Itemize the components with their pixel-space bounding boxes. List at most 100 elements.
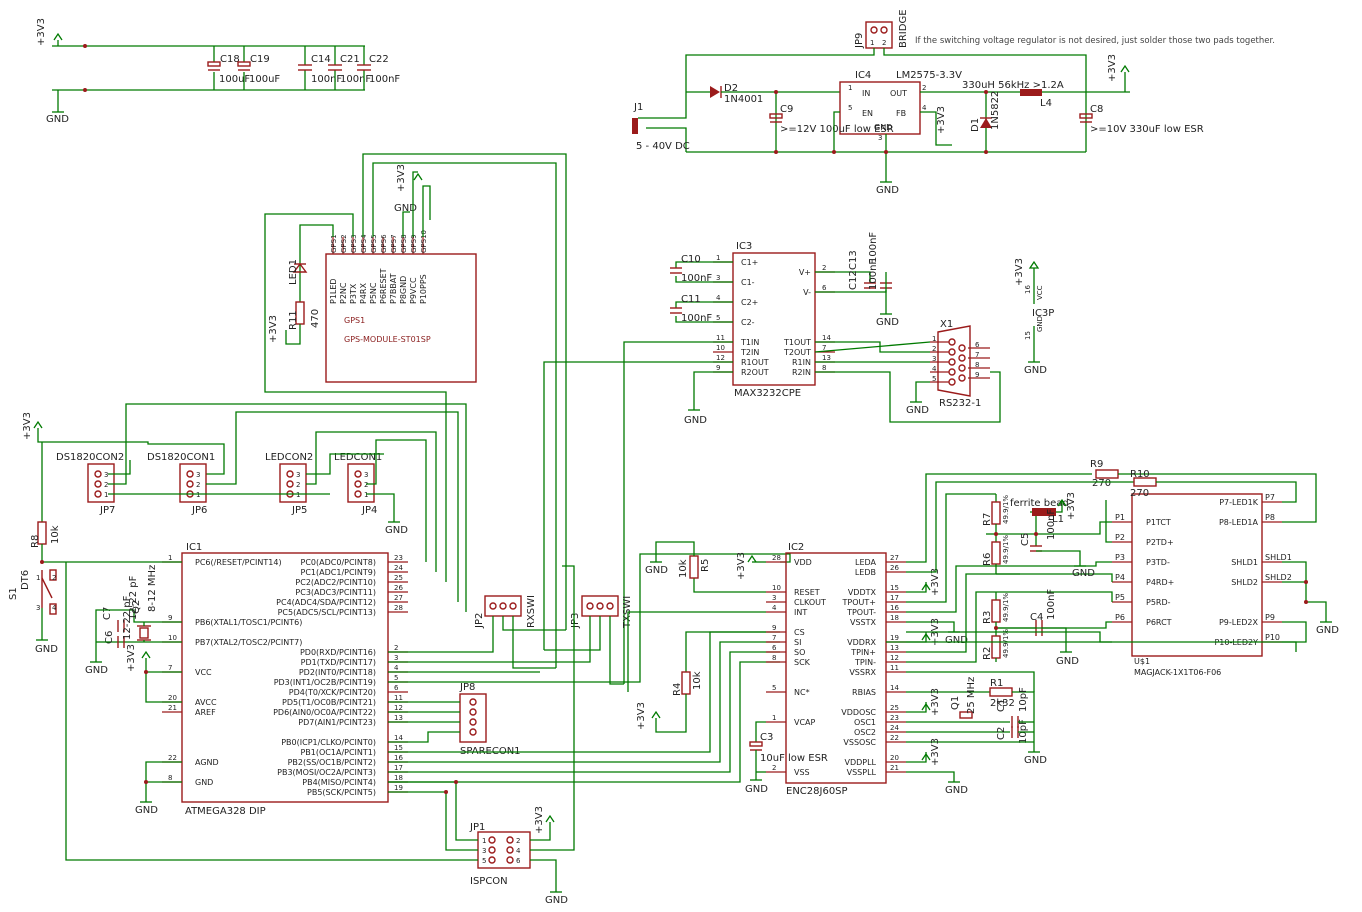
gps-pin-number: GPS10 bbox=[420, 230, 428, 253]
ic3p-ref: IC3P bbox=[1032, 308, 1054, 319]
enc-pin-name: RBIAS bbox=[852, 688, 876, 697]
c22: C22 100nF bbox=[357, 46, 400, 90]
l1-ref: L1 bbox=[1052, 514, 1064, 525]
max-pin-name: C2- bbox=[741, 318, 755, 327]
r1-ref: R1 bbox=[990, 678, 1003, 689]
atmega-pin-name: PC5(ADC5/SCL/PCINT13) bbox=[278, 608, 376, 617]
d2-value: 1N4001 bbox=[724, 94, 763, 105]
svg-text:GND: GND bbox=[1316, 625, 1339, 636]
enc-pin-number: 17 bbox=[890, 594, 899, 602]
c9-ref: C9 bbox=[780, 104, 793, 115]
r1 bbox=[989, 687, 1013, 697]
jp8-sparecon1[interactable]: JP8 SPARECON1 bbox=[459, 682, 521, 757]
max-pin-number: 7 bbox=[822, 344, 826, 352]
max-pin-name: R2OUT bbox=[741, 368, 769, 377]
r5-ref: R5 bbox=[700, 559, 711, 572]
c21: C21 100nF bbox=[328, 46, 371, 90]
jp9-ref: JP9 bbox=[854, 33, 865, 49]
enc-pin-name: VDDPLL bbox=[844, 758, 876, 767]
header-pin-number: 2 bbox=[364, 481, 368, 489]
svg-text:GND: GND bbox=[1024, 365, 1047, 376]
max-pin-number: 2 bbox=[822, 264, 826, 272]
max-pin-number: 14 bbox=[822, 334, 831, 342]
atmega-pin-number: 14 bbox=[394, 734, 403, 742]
svg-text:5: 5 bbox=[848, 104, 852, 112]
gps-pin-name: P6RESET bbox=[379, 268, 388, 304]
enc-pin-name: LEDB bbox=[855, 568, 876, 577]
db9-pin bbox=[958, 374, 966, 382]
magjack-net-label: P10 bbox=[1265, 633, 1280, 642]
c10-value: 100nF bbox=[681, 273, 712, 284]
enc-pin-name: RESET bbox=[794, 588, 820, 597]
c12-ref: C12 bbox=[848, 270, 859, 290]
enc-pin-number: 12 bbox=[890, 654, 899, 662]
atmega-pin-name: PD2(INT0/PCINT18) bbox=[299, 668, 376, 677]
max-pin-number: 11 bbox=[716, 334, 725, 342]
jp9-bridge[interactable] bbox=[865, 21, 893, 49]
header-pin-number: 2 bbox=[104, 481, 108, 489]
atmega-pin-number: 12 bbox=[394, 704, 403, 712]
header-pin-number: 3 bbox=[104, 471, 108, 479]
header-pin-number: 3 bbox=[196, 471, 200, 479]
c5-value: 100nF bbox=[1046, 509, 1057, 540]
x1-ref: X1 bbox=[940, 319, 953, 330]
magjack-pin-name: P7-LED1K bbox=[1219, 498, 1259, 507]
atmega-pin-number: 5 bbox=[394, 674, 398, 682]
atmega-pin-name: PD0(RXD/PCINT16) bbox=[300, 648, 376, 657]
c3-value: 10uF low ESR bbox=[760, 753, 828, 764]
magjack-net-label: P6 bbox=[1115, 613, 1125, 622]
atmega-pin-name: PD5(T1/OC0B/PCINT21) bbox=[282, 698, 376, 707]
ic1-ref: IC1 bbox=[186, 542, 202, 553]
gps-pin-number: GPS3 bbox=[350, 234, 358, 253]
header-ref: JP5 bbox=[291, 505, 307, 516]
svg-text:+3V3: +3V3 bbox=[396, 164, 407, 192]
header-ref: JP4 bbox=[361, 505, 377, 516]
c7-ref: C7 bbox=[102, 607, 113, 620]
svg-text:GND: GND bbox=[394, 203, 417, 214]
r10-value: 270 bbox=[1130, 488, 1149, 499]
jp3-txswi[interactable]: JP3 TXSWI bbox=[570, 595, 633, 629]
atmega-pin-name: PC4(ADC4/SDA/PCINT12) bbox=[276, 598, 376, 607]
jp2-name: RXSWI bbox=[526, 595, 537, 628]
gps-pin-number: GPS9 bbox=[410, 234, 418, 253]
atmega-pin-number: 1 bbox=[168, 554, 172, 562]
header-pin-number: 2 bbox=[296, 481, 300, 489]
enc-pin-name: VDD bbox=[794, 558, 812, 567]
atmega-pin-name: VCC bbox=[195, 668, 212, 677]
decoupling-section: +3V3 GND C18 100uF C19 100uF C14 100nF bbox=[36, 18, 400, 125]
svg-text:+3V3: +3V3 bbox=[1014, 258, 1025, 286]
max-pin-name: C1+ bbox=[741, 258, 758, 267]
header-name: LEDCON2 bbox=[265, 452, 313, 463]
magjack-net-label: SHLD2 bbox=[1265, 573, 1292, 582]
svg-text:15: 15 bbox=[1024, 331, 1032, 340]
c21-value: 100nF bbox=[340, 74, 371, 85]
r10-ref: R10 bbox=[1130, 469, 1150, 480]
svg-text:1: 1 bbox=[36, 574, 40, 582]
svg-text:GND: GND bbox=[385, 525, 408, 536]
svg-text:+3V3: +3V3 bbox=[736, 552, 747, 580]
max-pin-name: C2+ bbox=[741, 298, 758, 307]
c18-ref: C18 bbox=[220, 54, 240, 65]
jp1-name: ISPCON bbox=[470, 876, 508, 887]
s1-switch[interactable]: 1 2 3 4 bbox=[36, 569, 57, 615]
magjack-net-label: P9 bbox=[1265, 613, 1275, 622]
jp2-rxswi[interactable]: JP2 RXSWI bbox=[474, 595, 537, 629]
db9-pin-number: 9 bbox=[975, 371, 979, 379]
ic1-value: ATMEGA328 DIP bbox=[185, 806, 266, 817]
enc-pin-number: 21 bbox=[890, 764, 899, 772]
c8-value: >=10V 330uF low ESR bbox=[1090, 124, 1204, 135]
enc-pin-number: 4 bbox=[772, 604, 777, 612]
svg-text:+3V3: +3V3 bbox=[534, 806, 545, 834]
ic3-ref: IC3 bbox=[736, 241, 752, 252]
svg-text:1: 1 bbox=[848, 84, 852, 92]
magjack-net-label: P2 bbox=[1115, 533, 1125, 542]
enc-pin-name: VDDRX bbox=[847, 638, 876, 647]
atmega-pin-number: 25 bbox=[394, 574, 403, 582]
jp1-ispcon[interactable]: 1 2 3 4 5 6 JP1 ISPCON bbox=[469, 822, 531, 887]
svg-text:OUT: OUT bbox=[890, 89, 907, 98]
